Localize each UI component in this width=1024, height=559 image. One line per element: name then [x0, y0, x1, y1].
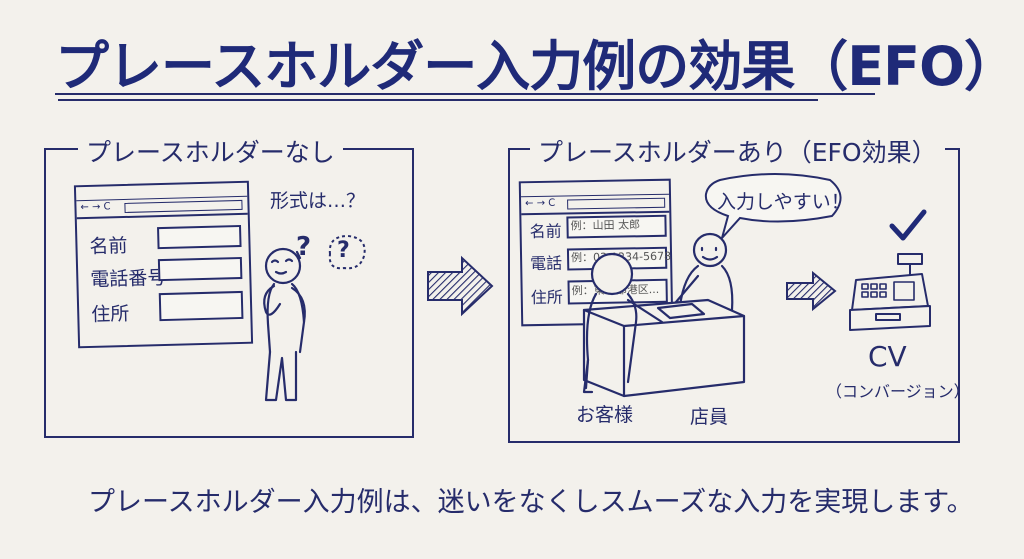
- name-input[interactable]: [157, 224, 242, 250]
- service-counter-scene: [582, 232, 746, 398]
- cv-subtitle: （コンバージョン）: [826, 382, 970, 401]
- question-mark-icon: ?: [337, 238, 350, 263]
- cash-register-icon: [849, 253, 931, 331]
- title-underline: [55, 93, 875, 95]
- field-label-address: 住所: [530, 287, 563, 308]
- checkmark-icon: [889, 209, 927, 241]
- url-bar: [124, 199, 243, 213]
- browser-nav-icons: ← → C: [525, 197, 556, 210]
- cv-label: CV: [868, 340, 907, 373]
- customer-label: お客様: [576, 404, 634, 426]
- staff-label: 店員: [690, 406, 729, 428]
- page-title: プレースホルダー入力例の効果（EFO）: [55, 35, 1018, 98]
- field-label-name: 名前: [89, 234, 128, 258]
- phone-input[interactable]: [157, 256, 243, 282]
- field-label-address: 住所: [91, 302, 130, 326]
- browser-nav-icons: ← → C: [80, 201, 111, 214]
- summary-text: プレースホルダー入力例は、迷いをなくしスムーズな入力を実現します。: [88, 487, 974, 518]
- speech-bubble: [704, 173, 842, 239]
- arrow-right-icon: [427, 255, 494, 317]
- title-underline-2: [58, 99, 818, 101]
- field-label-phone: 電話: [530, 253, 563, 274]
- address-input[interactable]: [158, 290, 244, 322]
- field-label-phone: 電話番号: [90, 266, 167, 291]
- panel-with-placeholder-label: プレースホルダーあり（EFO効果）: [530, 133, 945, 169]
- panel-without-placeholder-label: プレースホルダーなし: [78, 133, 343, 169]
- browser-tabbar: [520, 180, 670, 198]
- speech-text: 入力しやすい！: [717, 191, 850, 213]
- arrow-right-icon: [786, 270, 837, 312]
- field-label-name: 名前: [529, 221, 562, 242]
- thought-text: 形式は…？: [270, 190, 366, 212]
- browser-tabbar: [75, 182, 248, 202]
- browser-divider: [76, 212, 248, 219]
- browser-window: ← → C 名前 電話番号 住所: [73, 180, 254, 349]
- confused-person: [263, 247, 306, 402]
- question-bubble-icon: [328, 234, 366, 270]
- url-bar: [567, 197, 666, 210]
- question-mark-icon: ?: [296, 232, 312, 262]
